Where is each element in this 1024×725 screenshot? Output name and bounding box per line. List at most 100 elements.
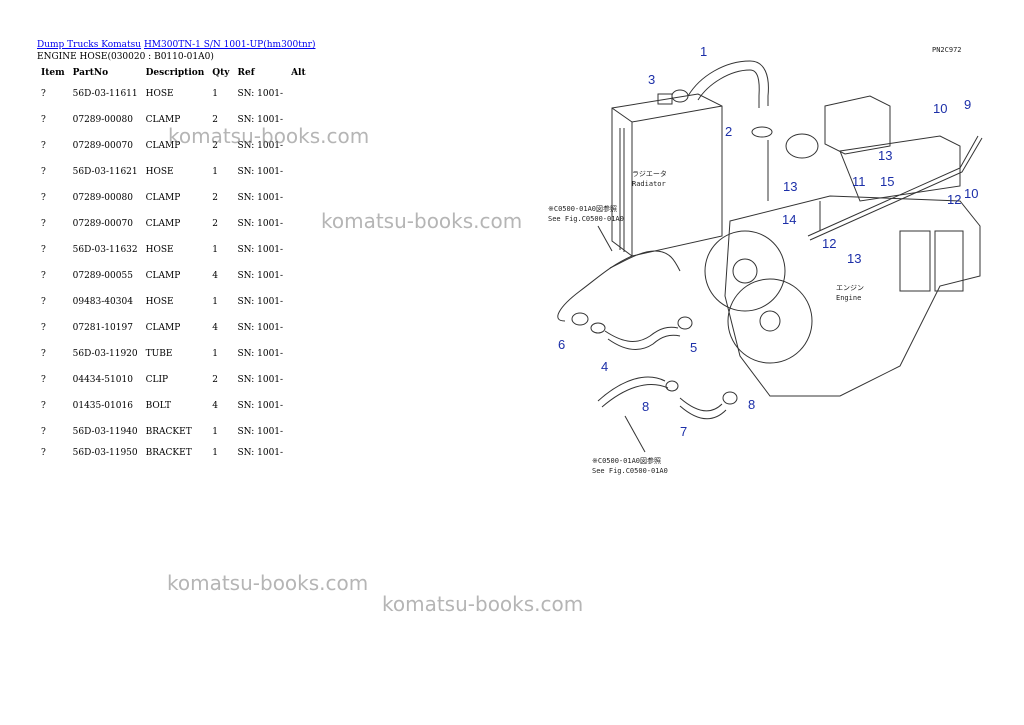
cell-partno: 09483-40304 <box>72 297 133 307</box>
hose-1-drawing <box>671 60 773 201</box>
header-partno: PartNo <box>72 68 109 78</box>
callout-7: 7 <box>680 424 687 439</box>
radiator-drawing <box>611 93 723 257</box>
cell-item: ? <box>41 448 46 458</box>
cell-qty: 2 <box>212 193 219 203</box>
cell-description: CLAMP <box>145 193 181 203</box>
watermark: komatsu-books.com <box>382 592 584 616</box>
callout-1: 1 <box>700 44 707 59</box>
page-title: ENGINE HOSE(030020 : B0110-01A0) <box>37 52 214 62</box>
cell-ref: SN: 1001- <box>237 323 284 333</box>
breadcrumb: Dump Trucks Komatsu HM300TN-1 S/N 1001-U… <box>37 40 315 50</box>
header-ref: Ref <box>237 68 255 78</box>
reference-1-jp: ※C0500-01A0図参照 <box>548 204 617 213</box>
cell-ref: SN: 1001- <box>237 245 284 255</box>
cell-item: ? <box>41 349 46 359</box>
cell-item: ? <box>41 375 46 385</box>
callout-3: 3 <box>648 72 655 87</box>
hose-4-drawing <box>557 250 693 350</box>
cell-ref: SN: 1001- <box>237 349 284 359</box>
cell-ref: SN: 1001- <box>237 448 284 458</box>
breadcrumb-link-model[interactable]: HM300TN-1 S/N 1001-UP(hm300tnr) <box>143 40 316 50</box>
cell-partno: 04434-51010 <box>72 375 133 385</box>
callout-8-a: 8 <box>642 399 649 414</box>
cell-qty: 4 <box>212 401 219 411</box>
header-alt: Alt <box>291 68 306 78</box>
cell-partno: 07281-10197 <box>72 323 133 333</box>
cell-item: ? <box>41 219 46 229</box>
tube-11-drawing <box>807 135 983 241</box>
cell-partno: 07289-00080 <box>72 193 133 203</box>
cell-ref: SN: 1001- <box>237 219 284 229</box>
callout-5: 5 <box>690 340 697 355</box>
cell-alt <box>287 445 315 461</box>
cell-alt <box>287 237 315 263</box>
cell-ref: SN: 1001- <box>237 141 284 151</box>
callout-2: 2 <box>725 124 732 139</box>
cell-partno: 56D-03-11611 <box>72 89 138 99</box>
cell-partno: 56D-03-11950 <box>72 448 138 458</box>
callout-10-b: 10 <box>964 186 978 201</box>
cell-ref: SN: 1001- <box>237 89 284 99</box>
cell-qty: 2 <box>212 219 219 229</box>
reference-1-en: See Fig.C0500-01A0 <box>548 215 624 223</box>
callout-6: 6 <box>558 337 565 352</box>
watermark: komatsu-books.com <box>167 571 369 595</box>
cell-qty: 1 <box>212 167 219 177</box>
parts-table: Item PartNo Description Qty Ref Alt ?56D… <box>37 65 315 461</box>
cell-partno: 07289-00070 <box>72 219 133 229</box>
cell-partno: 07289-00080 <box>72 115 133 125</box>
engine-hose-diagram: ラジエータ Radiator エンジン Engine <box>548 44 983 475</box>
cell-alt <box>287 185 315 211</box>
radiator-label-jp: ラジエータ <box>632 169 667 178</box>
callout-11: 11 <box>852 174 866 189</box>
cell-item: ? <box>41 245 46 255</box>
cell-item: ? <box>41 89 46 99</box>
cell-alt <box>287 211 315 237</box>
header-item: Item <box>41 68 65 78</box>
breadcrumb-link-category[interactable]: Dump Trucks Komatsu <box>37 40 142 50</box>
cell-alt <box>287 341 315 367</box>
header-qty: Qty <box>212 68 230 78</box>
cell-qty: 2 <box>212 375 219 385</box>
cell-ref: SN: 1001- <box>237 193 284 203</box>
cell-description: CLIP <box>145 375 169 385</box>
cell-alt <box>287 315 315 341</box>
cell-qty: 1 <box>212 297 219 307</box>
cell-item: ? <box>41 323 46 333</box>
cell-qty: 1 <box>212 89 219 99</box>
callout-14: 14 <box>782 212 796 227</box>
cell-item: ? <box>41 271 46 281</box>
cell-qty: 2 <box>212 141 219 151</box>
cell-ref: SN: 1001- <box>237 115 284 125</box>
header-description: Description <box>145 68 205 78</box>
cell-description: HOSE <box>145 167 174 177</box>
cell-ref: SN: 1001- <box>237 427 284 437</box>
cell-item: ? <box>41 167 46 177</box>
cell-ref: SN: 1001- <box>237 271 284 281</box>
watermark: komatsu-books.com <box>321 209 523 233</box>
cell-description: CLAMP <box>145 323 181 333</box>
cell-ref: SN: 1001- <box>237 375 284 385</box>
table-row: ? 07289-00070 CLAMP 2 SN: 1001- <box>37 211 315 237</box>
cell-alt <box>287 159 315 185</box>
cell-description: CLAMP <box>145 219 181 229</box>
callout-12-a: 12 <box>947 192 961 207</box>
engine-drawing <box>704 95 981 397</box>
callout-13-a: 13 <box>878 148 892 163</box>
callout-15: 15 <box>880 174 894 189</box>
callout-8-b: 8 <box>748 397 755 412</box>
cell-item: ? <box>41 115 46 125</box>
engine-label-en: Engine <box>836 294 861 302</box>
cell-item: ? <box>41 297 46 307</box>
cell-description: HOSE <box>145 89 174 99</box>
